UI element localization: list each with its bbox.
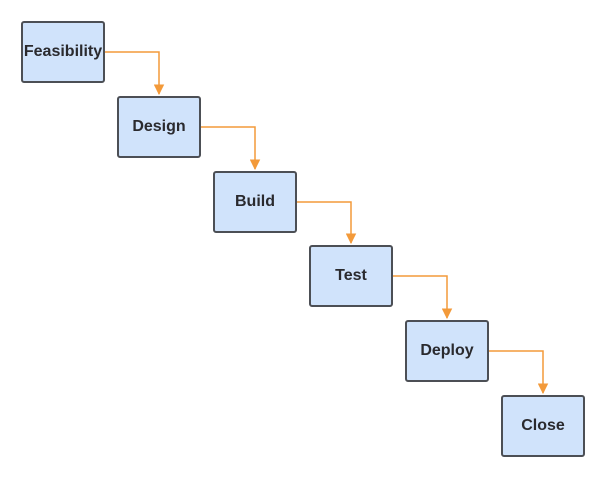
connector-build-to-test <box>297 201 357 245</box>
step-label: Design <box>132 118 186 135</box>
step-box-build: Build <box>213 171 297 233</box>
step-box-deploy: Deploy <box>405 320 489 382</box>
step-box-feasibility: Feasibility <box>21 21 105 83</box>
step-label: Deploy <box>420 342 474 359</box>
step-box-close: Close <box>501 395 585 457</box>
step-box-test: Test <box>309 245 393 307</box>
connector-deploy-to-close <box>489 350 549 395</box>
step-box-design: Design <box>117 96 201 158</box>
step-label: Close <box>521 417 565 434</box>
connector-feasibility-to-design <box>105 51 165 96</box>
step-label: Build <box>235 193 275 210</box>
connector-design-to-build <box>201 126 261 171</box>
step-label: Feasibility <box>23 43 103 60</box>
connector-test-to-deploy <box>393 275 453 320</box>
step-label: Test <box>335 267 367 284</box>
